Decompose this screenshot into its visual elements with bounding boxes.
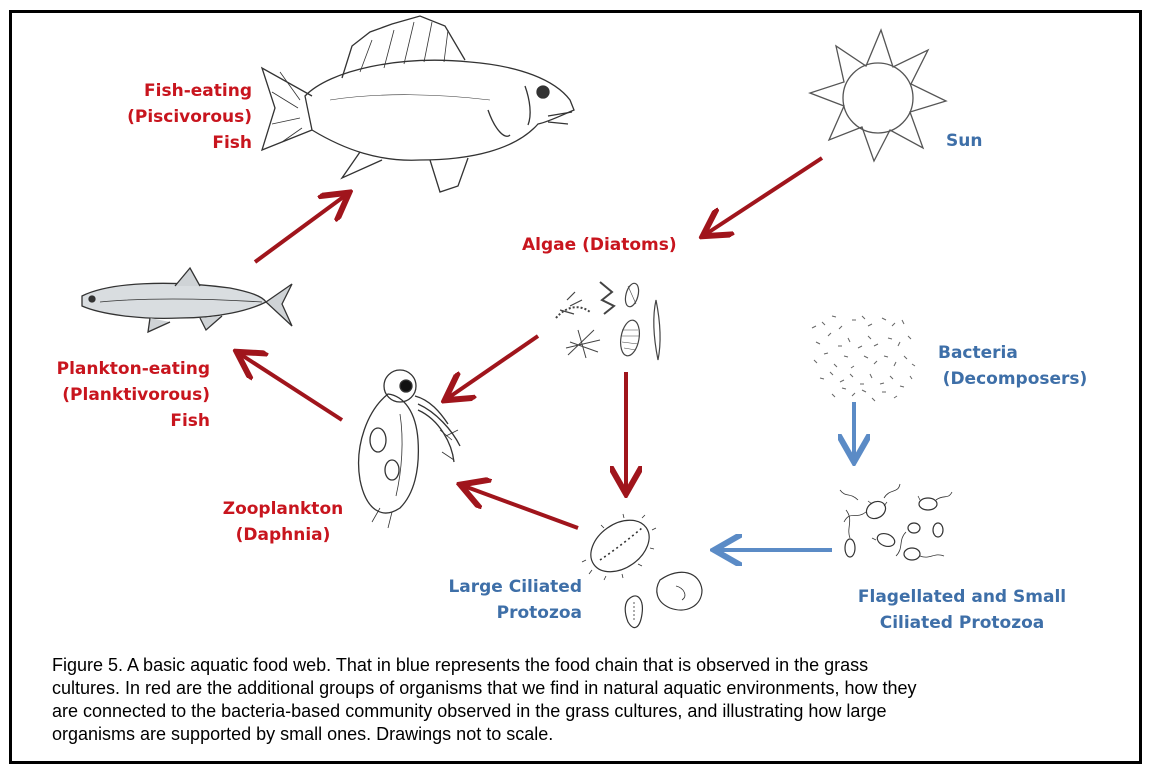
large-protozoa-icon <box>581 510 702 628</box>
label-line: Bacteria <box>930 340 1100 366</box>
sun-icon <box>810 30 946 161</box>
caption-line: are connected to the bacteria-based comm… <box>52 700 1122 723</box>
label-line: Sun <box>946 128 982 154</box>
minnow-fish-icon <box>82 268 292 332</box>
arrow-zooplankton-to-minnow <box>240 354 342 420</box>
label-line: Algae (Diatoms) <box>522 232 677 258</box>
label-line: Large Ciliated <box>410 574 582 600</box>
diatom-cluster-icon <box>556 282 660 360</box>
label-line: Protozoa <box>410 600 582 626</box>
label-line: (Decomposers) <box>930 366 1100 392</box>
label-large-ciliated-protozoa: Large Ciliated Protozoa <box>410 574 582 626</box>
label-zooplankton: Zooplankton (Daphnia) <box>208 496 358 548</box>
arrow-sun-to-algae <box>706 158 822 234</box>
figure-caption: Figure 5. A basic aquatic food web. That… <box>52 654 1122 746</box>
caption-line: organisms are supported by small ones. D… <box>52 723 1122 746</box>
label-flagellated-protozoa: Flagellated and Small Ciliated Protozoa <box>846 584 1078 636</box>
arrow-minnow-to-perch <box>255 195 346 262</box>
label-line: Fish <box>40 408 210 434</box>
daphnia-icon <box>359 370 460 528</box>
label-bacteria: Bacteria (Decomposers) <box>930 340 1100 392</box>
label-line: Fish <box>92 130 252 156</box>
label-line: Fish-eating <box>92 78 252 104</box>
label-line: (Daphnia) <box>208 522 358 548</box>
perch-fish-icon <box>262 16 574 192</box>
label-sun: Sun <box>946 128 982 154</box>
label-line: Plankton-eating <box>40 356 210 382</box>
label-line: (Piscivorous) <box>92 104 252 130</box>
arrow-algae-to-zooplankton <box>448 336 538 398</box>
bacteria-cloud-icon <box>812 316 915 401</box>
arrow-protozoa-to-zooplankton <box>464 486 578 528</box>
label-line: Flagellated and Small <box>846 584 1078 610</box>
caption-line: cultures. In red are the additional grou… <box>52 677 1122 700</box>
label-piscivorous-fish: Fish-eating (Piscivorous) Fish <box>92 78 252 156</box>
label-planktivorous-fish: Plankton-eating (Planktivorous) Fish <box>40 356 210 434</box>
label-line: Zooplankton <box>208 496 358 522</box>
label-line: Ciliated Protozoa <box>846 610 1078 636</box>
label-algae: Algae (Diatoms) <box>522 232 677 258</box>
small-protozoa-icon <box>840 484 952 560</box>
label-line: (Planktivorous) <box>40 382 210 408</box>
caption-line: Figure 5. A basic aquatic food web. That… <box>52 654 1122 677</box>
